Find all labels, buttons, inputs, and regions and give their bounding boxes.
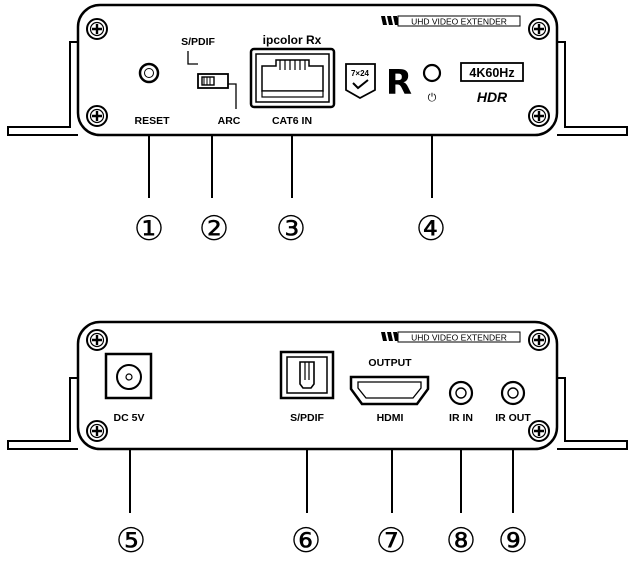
reset-button xyxy=(138,62,160,84)
spdif-label: S/PDIF xyxy=(290,412,324,424)
screw-icon xyxy=(528,18,550,40)
banner-text: UHD VIDEO EXTENDER xyxy=(411,333,507,343)
callout-5: ⑤ xyxy=(116,521,146,561)
dc-power-jack xyxy=(104,352,153,400)
banner-frame xyxy=(397,15,521,27)
dc-label: DC 5V xyxy=(114,412,145,424)
top-panel: UHD VIDEO EXTENDER RESET S/PDIF ARC ipco… xyxy=(7,3,628,137)
reset-label: RESET xyxy=(134,115,170,127)
banner-stripes-icon xyxy=(381,332,399,341)
spdif-optical-port xyxy=(279,350,335,400)
callout-8: ⑧ xyxy=(446,521,476,561)
banner-frame xyxy=(397,331,521,343)
ir-in-label: IR IN xyxy=(449,412,473,424)
screw-icon xyxy=(86,329,108,351)
power-led xyxy=(422,63,442,83)
banner-text: UHD VIDEO EXTENDER xyxy=(411,17,507,27)
screw-icon xyxy=(86,420,108,442)
screw-icon xyxy=(528,105,550,127)
callout-1: ① xyxy=(134,209,164,249)
hdmi-label: HDMI xyxy=(377,412,404,424)
left-bracket xyxy=(7,377,78,450)
4k-badge-frame xyxy=(460,62,524,82)
model-name: ipcolor Rx xyxy=(263,33,322,47)
cat6-label: CAT6 IN xyxy=(272,115,312,127)
switch-guide-line xyxy=(187,51,237,109)
ir-out-jack xyxy=(500,380,526,406)
right-bracket xyxy=(557,377,628,450)
bottom-panel: UHD VIDEO EXTENDER DC 5V S/PDIF OUTPUT H… xyxy=(7,320,628,451)
left-bracket xyxy=(7,41,78,136)
hdmi-port xyxy=(349,375,430,406)
callout-3: ③ xyxy=(276,209,306,249)
top-leader-lines xyxy=(148,135,433,198)
power-icon: ⏻ xyxy=(428,91,437,104)
callout-9: ⑨ xyxy=(498,521,528,561)
arc-label: ARC xyxy=(218,115,241,127)
output-label: OUTPUT xyxy=(368,357,412,369)
callout-4: ④ xyxy=(416,209,446,249)
right-bracket xyxy=(557,41,628,136)
bottom-leader-lines xyxy=(129,449,514,513)
ir-out-label: IR OUT xyxy=(495,412,531,424)
screw-icon xyxy=(528,329,550,351)
screw-icon xyxy=(86,18,108,40)
spdif-switch-label: S/PDIF xyxy=(181,36,215,48)
screw-icon xyxy=(86,105,108,127)
4k-badge: 4K60Hz xyxy=(469,66,514,80)
checkmark-icon xyxy=(352,79,369,90)
ir-in-jack xyxy=(448,380,474,406)
callout-2: ② xyxy=(199,209,229,249)
brand-logo: R xyxy=(386,63,412,103)
svg-text:7×24: 7×24 xyxy=(351,69,370,78)
banner-stripes-icon xyxy=(381,16,399,25)
cat6-port xyxy=(249,47,336,109)
screw-icon xyxy=(528,420,550,442)
callout-7: ⑦ xyxy=(376,521,406,561)
hdr-badge: HDR xyxy=(477,89,508,105)
callout-6: ⑥ xyxy=(291,521,321,561)
7x24-badge: 7×24 xyxy=(345,63,376,100)
